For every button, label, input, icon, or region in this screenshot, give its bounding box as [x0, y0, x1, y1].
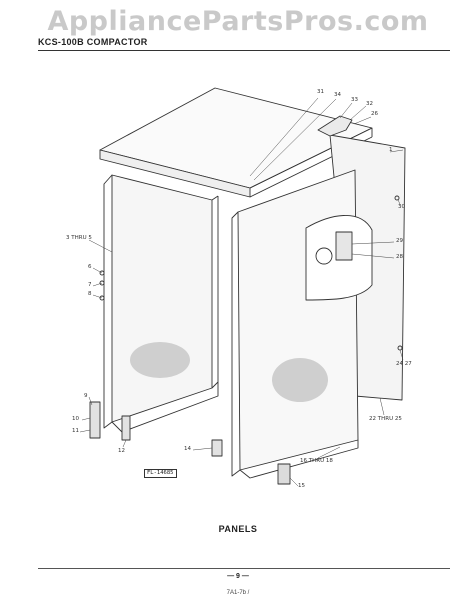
right-side-panel	[237, 169, 359, 471]
callout-31: 31	[317, 89, 324, 95]
callout-14: 14	[184, 446, 191, 452]
cutout-grommet	[315, 247, 333, 265]
model-header: KCS-100B COMPACTOR	[38, 37, 148, 47]
callout-7: 7	[88, 282, 92, 288]
callout-12: 12	[118, 448, 125, 454]
bracket-12	[121, 415, 131, 441]
footer-mark: 7A1-7b /	[226, 590, 250, 596]
right-flange	[231, 211, 241, 477]
screw-6	[99, 270, 105, 276]
callout-10: 10	[72, 416, 79, 422]
watermark-text: AppliancePartsPros.com	[47, 6, 429, 37]
left-flange	[103, 174, 113, 429]
left-side-panel	[111, 174, 213, 423]
left-panel-shading	[130, 342, 190, 378]
page-number: — 9 —	[227, 573, 249, 580]
right-bottom-rail	[239, 440, 359, 479]
left-bottom-rail	[111, 382, 219, 433]
callout-11: 11	[72, 428, 79, 434]
callout-22-thru-25: 22 THRU 25	[369, 416, 402, 422]
callout-28: 28	[396, 254, 403, 260]
bracket-14	[211, 439, 223, 457]
footer-rule	[38, 568, 450, 569]
right-panel-shading	[272, 358, 328, 402]
callout-26: 26	[371, 111, 378, 117]
callout-6: 6	[88, 264, 92, 270]
callout-1: 1	[389, 147, 393, 153]
header-rule	[38, 50, 450, 51]
foot-15	[277, 463, 291, 485]
callout-29: 29	[396, 238, 403, 244]
callout-34: 34	[334, 92, 341, 98]
callout-15: 15	[298, 483, 305, 489]
screw-30	[394, 195, 400, 201]
callout-3-thru-5: 3 THRU 5	[66, 235, 92, 241]
screw-8	[99, 295, 105, 301]
callout-16-thru-18: 16 THRU 18	[300, 458, 333, 464]
screw-7	[99, 280, 105, 286]
callout-24-27: 24 27	[396, 361, 412, 367]
figure-reference-box: FL-14685	[144, 469, 177, 478]
lid-hinge	[317, 115, 353, 137]
figure-caption: PANELS	[218, 524, 258, 534]
hinge-bracket	[335, 231, 353, 261]
callout-8: 8	[88, 291, 92, 297]
callout-9: 9	[84, 393, 88, 399]
hinge-part-9	[89, 401, 101, 439]
top-panel-side	[249, 127, 373, 189]
callout-32: 32	[366, 101, 373, 107]
callout-33: 33	[351, 97, 358, 103]
callout-30: 30	[398, 204, 405, 210]
